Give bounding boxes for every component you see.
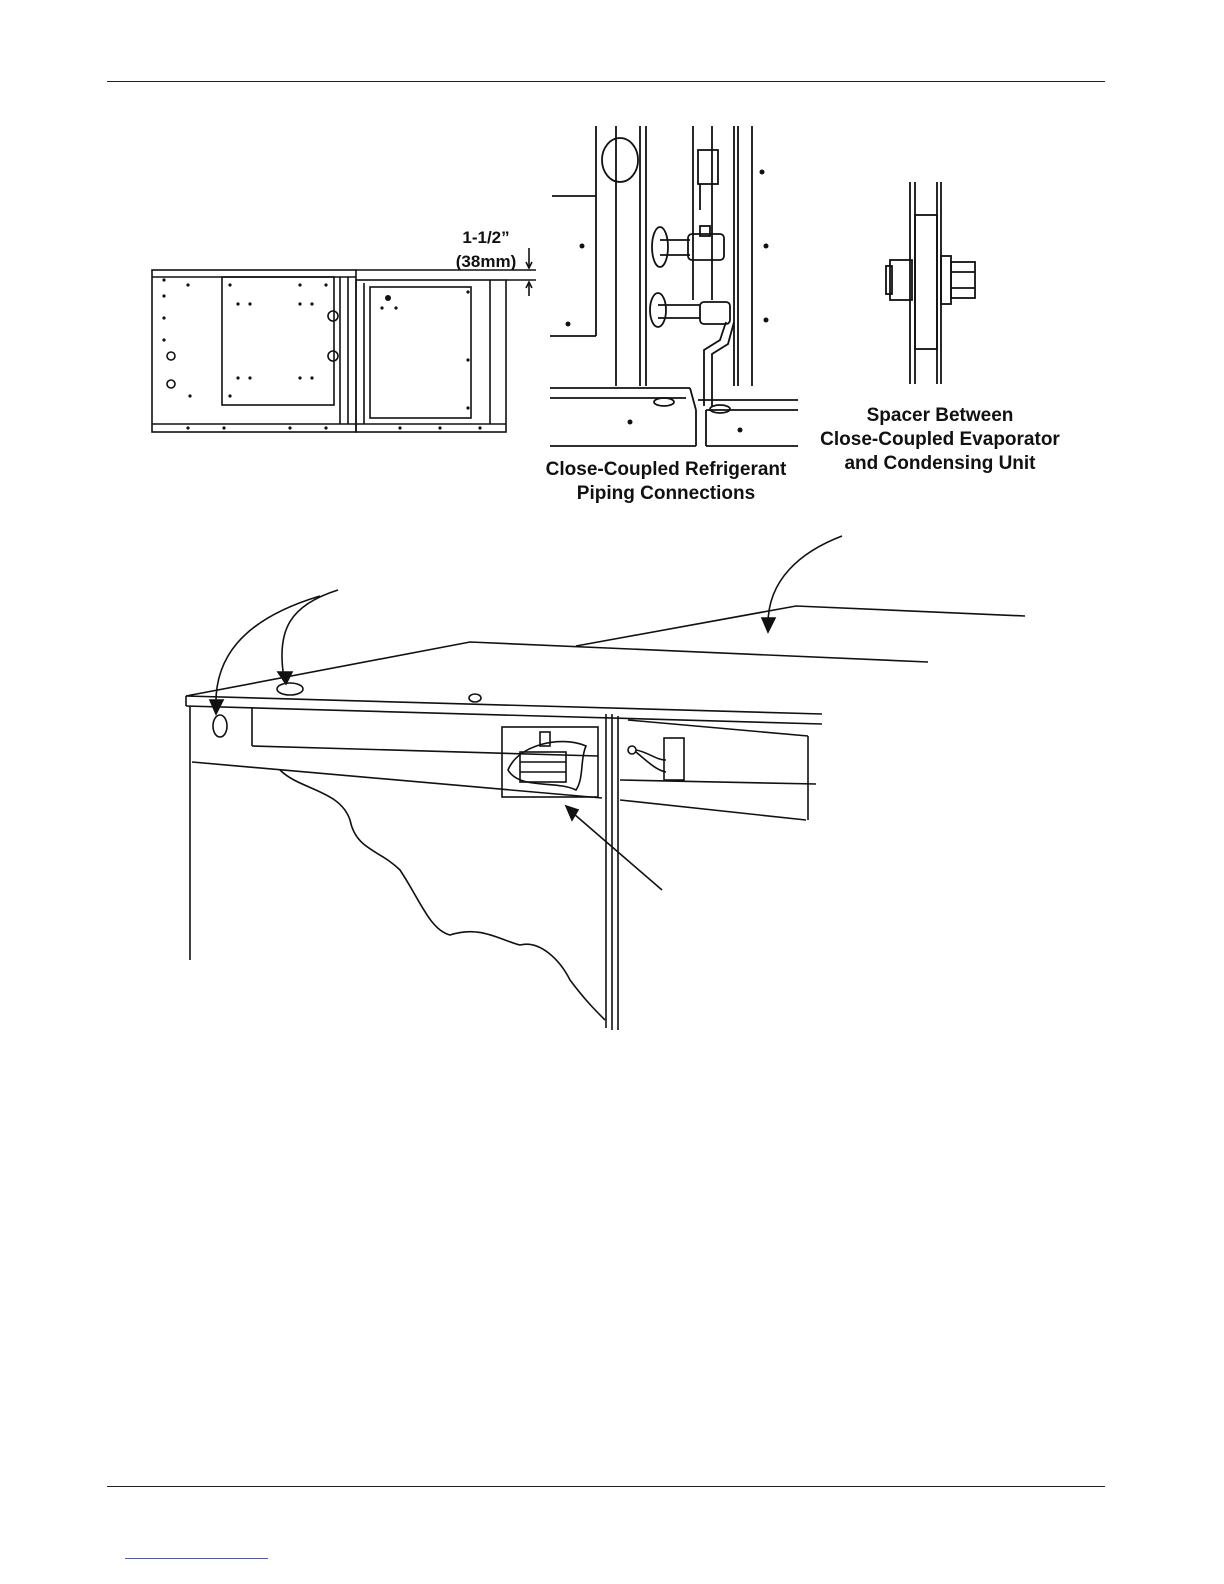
spacer-caption-line-1: Spacer Between [806,404,1074,428]
dimension-line-2: (38mm) [436,250,536,274]
piping-caption-line-1: Close-Coupled Refrigerant [520,458,812,482]
piping-caption-line-2: Piping Connections [520,482,812,506]
dimension-label: 1-1/2” (38mm) [436,226,536,274]
piping-caption: Close-Coupled Refrigerant Piping Connect… [520,458,812,506]
spacer-caption-line-2: Close-Coupled Evaporator [806,428,1074,452]
spacer-caption: Spacer Between Close-Coupled Evaporator … [806,404,1074,476]
dimension-line-1: 1-1/2” [436,226,536,250]
spacer-caption-line-3: and Condensing Unit [806,452,1074,476]
